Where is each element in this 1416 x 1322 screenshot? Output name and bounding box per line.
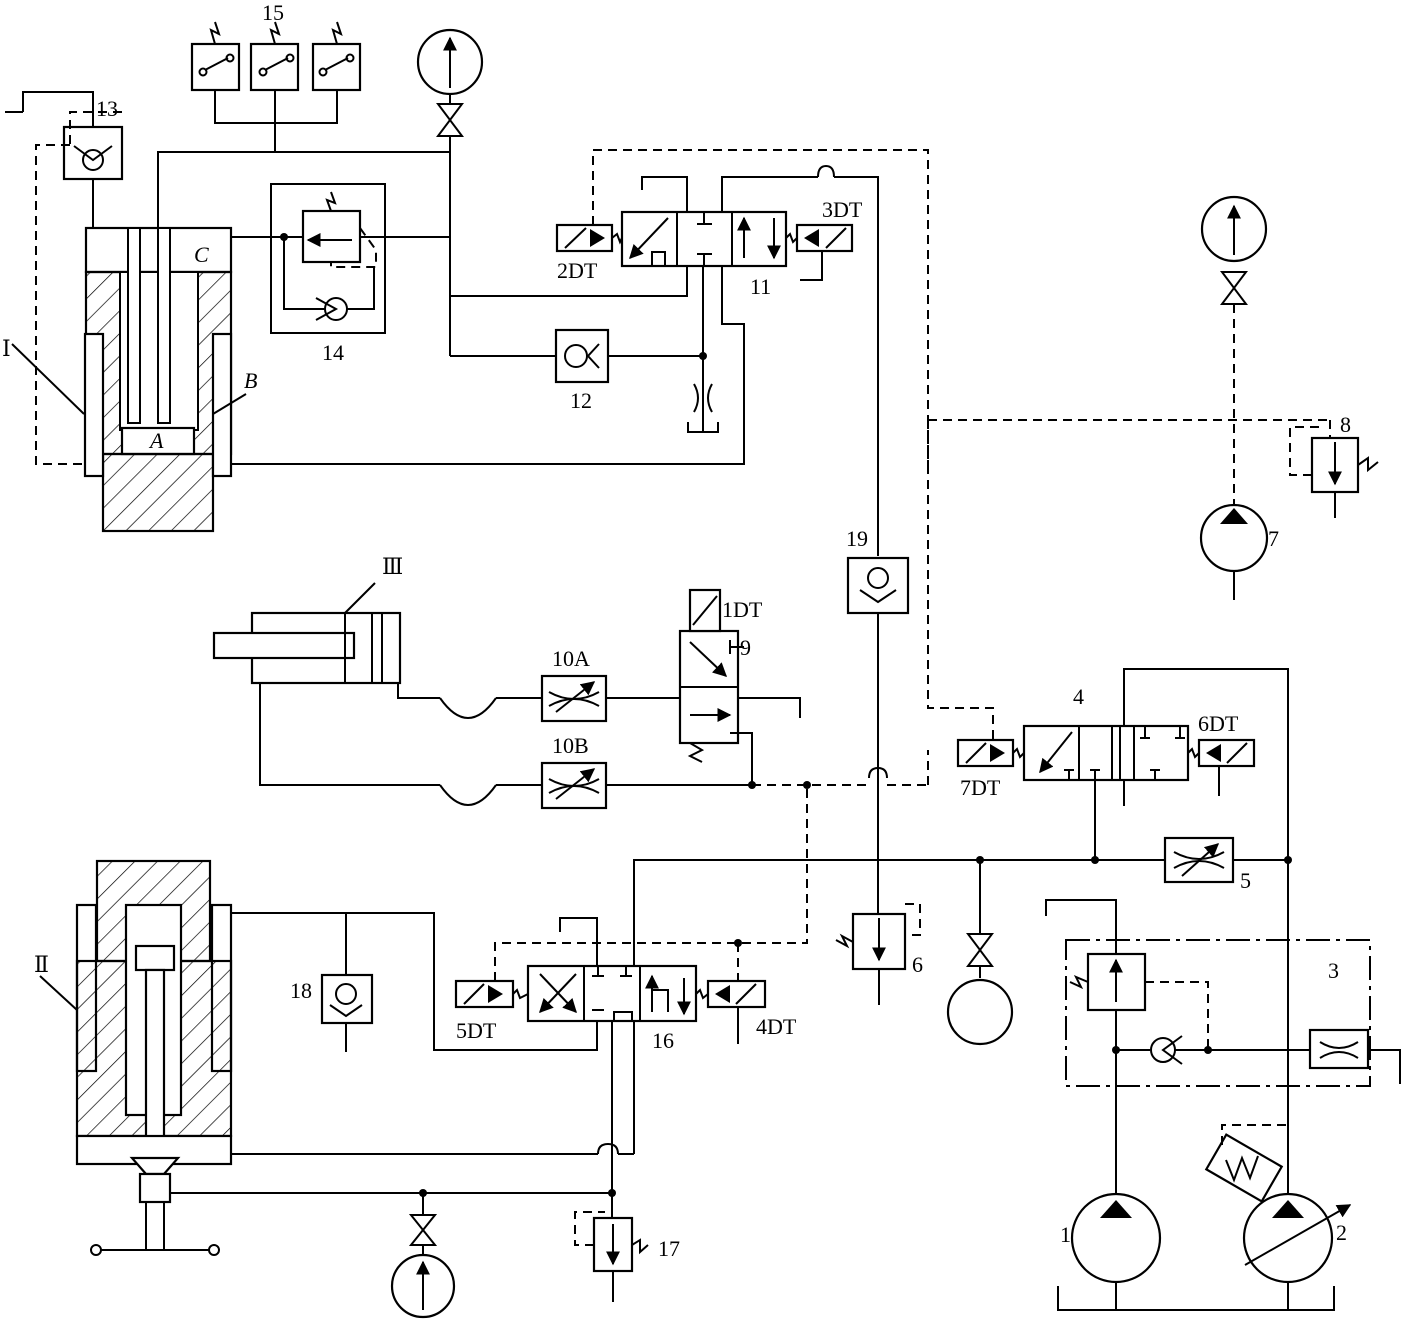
pressure-gauge-bottom [390, 1193, 456, 1319]
label-10B: 10B [552, 733, 589, 758]
label-3DT: 3DT [822, 197, 863, 222]
check-valve-12 [554, 328, 610, 384]
label-14: 14 [322, 340, 344, 365]
label-5DT: 5DT [456, 1018, 497, 1043]
cylinder-II [75, 859, 233, 1256]
label-10A: 10A [552, 646, 590, 671]
label-11: 11 [750, 274, 771, 299]
label-2DT: 2DT [557, 258, 598, 283]
label-6DT: 6DT [1198, 711, 1239, 736]
cylinder-III-label: Ⅲ [382, 554, 403, 579]
throttle-valve-10A [540, 674, 608, 723]
pressure-gauge-right [1200, 195, 1268, 305]
relief-valve-8 [1289, 420, 1379, 518]
cylinder-I [83, 226, 233, 533]
relief-valve-17 [574, 1211, 649, 1302]
tank-line [1057, 1286, 1335, 1311]
label-19: 19 [846, 526, 868, 551]
chamber-a-label: A [148, 428, 164, 453]
pump-1 [1070, 1192, 1162, 1310]
pump-7 [1199, 503, 1269, 600]
label-13: 13 [96, 96, 118, 121]
pressure-gauge-mid [946, 860, 1014, 1046]
directional-valve-11 [555, 210, 854, 281]
label-9: 9 [740, 635, 751, 660]
label-2: 2 [1336, 1220, 1347, 1245]
chamber-b-label: B [244, 368, 257, 393]
directional-valve-9 [678, 588, 744, 763]
label-3: 3 [1328, 958, 1339, 983]
label-15: 15 [262, 0, 284, 25]
pressure-switches-15 [190, 21, 362, 152]
cylinder-II-label: Ⅱ [34, 952, 49, 977]
label-8: 8 [1340, 412, 1351, 437]
relief-valve-6 [835, 903, 921, 1005]
orifice-to-tank [687, 356, 719, 433]
pressure-gauge-top [416, 28, 484, 137]
label-5: 5 [1240, 868, 1251, 893]
pump-2 [1204, 1124, 1352, 1310]
cylinder-III [212, 582, 402, 685]
label-4DT: 4DT [756, 1014, 797, 1039]
check-valve-18 [320, 973, 374, 1052]
label-1: 1 [1060, 1222, 1071, 1247]
label-7DT: 7DT [960, 775, 1001, 800]
label-6: 6 [912, 952, 923, 977]
directional-valve-16 [454, 964, 767, 1044]
label-4: 4 [1073, 684, 1084, 709]
cylinder-I-label: Ⅰ [2, 336, 11, 361]
chamber-c-label: C [194, 242, 209, 267]
throttle-valve-5 [1163, 836, 1235, 884]
unloading-valve-3 [1045, 899, 1401, 1200]
label-17: 17 [658, 1236, 680, 1261]
check-valve-13 [5, 91, 124, 228]
label-7: 7 [1268, 526, 1279, 551]
label-12: 12 [570, 388, 592, 413]
check-valve-19 [846, 556, 910, 615]
valve-14 [270, 183, 386, 334]
label-1DT: 1DT [722, 597, 763, 622]
directional-valve-4 [956, 724, 1256, 796]
label-18: 18 [290, 978, 312, 1003]
label-16: 16 [652, 1028, 674, 1053]
throttle-valve-10B [540, 761, 608, 810]
